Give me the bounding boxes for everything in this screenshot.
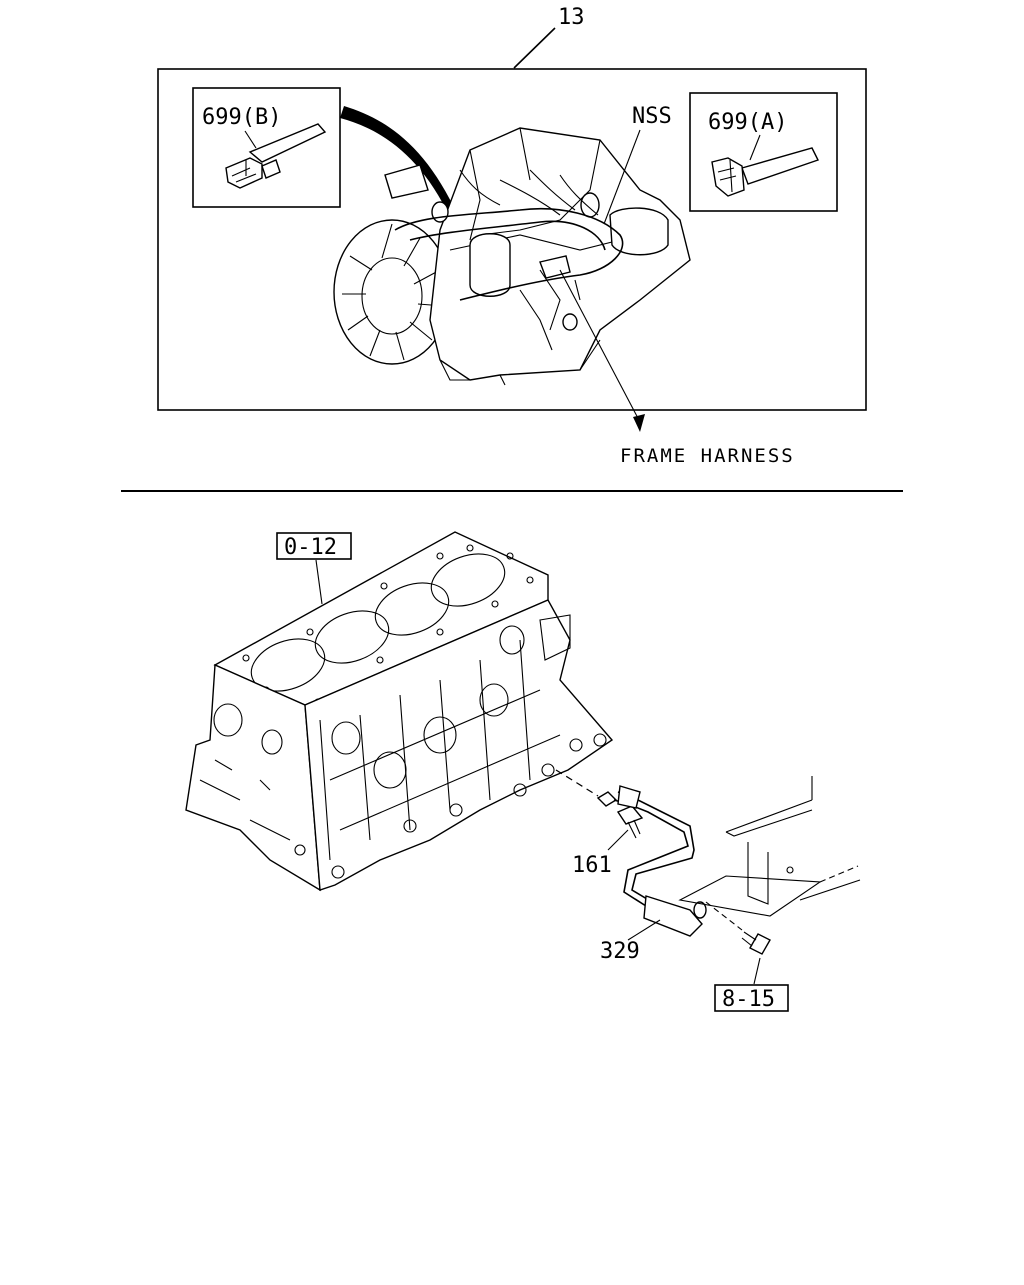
assembly-leader-line — [513, 27, 556, 69]
mount-dashed-line — [555, 769, 599, 797]
bolt-8-15 — [741, 931, 771, 955]
frame-harness-label: FRAME HARNESS — [620, 445, 795, 467]
inset-699a-label: 699(A) — [708, 110, 787, 135]
inset-699b-label: 699(B) — [202, 105, 281, 130]
top-section: 13 699(B) 699(A) — [157, 5, 867, 467]
frame-bracket-drawing — [678, 776, 861, 931]
inset-699a-box — [689, 92, 838, 212]
bolt-leader-161 — [607, 829, 629, 851]
inset-699a-leader — [749, 134, 761, 161]
block-ref-leader — [315, 559, 323, 605]
frame-harness-arrowhead — [633, 414, 645, 432]
engine-harness-drawing — [333, 127, 691, 386]
inset-699a: 699(A) — [689, 92, 838, 212]
sensor-leader-329 — [627, 919, 661, 941]
block-ref-box — [276, 532, 352, 560]
cylinder-block-drawing — [185, 531, 614, 892]
bolt-label-161: 161 — [572, 853, 612, 878]
nss-leader — [603, 129, 641, 225]
sensor-329 — [596, 785, 707, 937]
inset-699b-leader — [244, 130, 257, 149]
bracket-ref-box — [714, 984, 789, 1012]
inset-699b: 699(B) — [192, 87, 341, 208]
bottom-section: 0-12 — [185, 531, 861, 1012]
inset-699b-box — [192, 87, 341, 208]
assembly-label-13: 13 — [558, 5, 585, 30]
sensor-label-329: 329 — [600, 939, 640, 964]
nss-label: NSS — [632, 104, 672, 129]
harness-frame — [157, 68, 867, 411]
bracket-ref-label: 8-15 — [722, 987, 775, 1012]
bracket-ref-leader — [753, 957, 761, 985]
clip-699a-icon — [711, 147, 819, 197]
engine-block-outline — [429, 127, 691, 381]
frame-harness-leader — [559, 269, 641, 423]
bolt-161 — [616, 805, 644, 839]
clip-699b-icon — [225, 123, 327, 189]
block-ref-label: 0-12 — [284, 535, 337, 560]
